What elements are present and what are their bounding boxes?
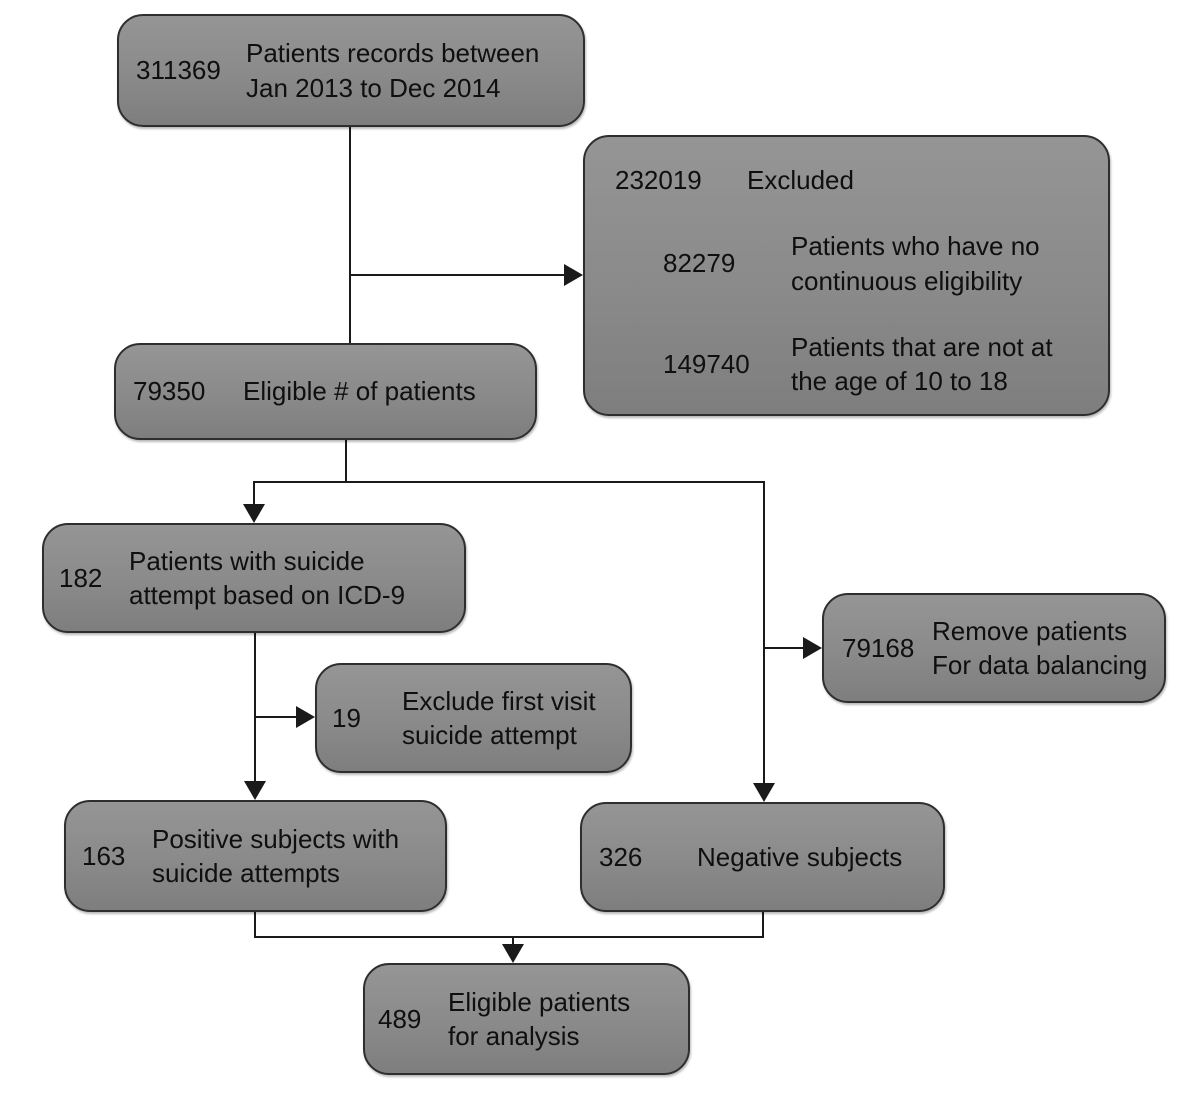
icd9-box: 182 Patients with suicide attempt based … bbox=[42, 523, 466, 633]
first-visit-box: 19 Exclude first visit suicide attempt bbox=[315, 663, 632, 773]
excluded-label: Excluded bbox=[747, 165, 854, 195]
positive-label: Positive subjects with suicide attempts bbox=[152, 823, 400, 888]
first-visit-count: 19 bbox=[332, 702, 361, 733]
arrowhead-into-icd9 bbox=[243, 504, 265, 523]
arrowhead-into-analysis bbox=[502, 944, 524, 963]
analysis-label: Eligible patients for analysis bbox=[448, 986, 631, 1051]
eligible-count: 79350 bbox=[133, 376, 206, 407]
records-label: Patients records between Jan 2013 to Dec… bbox=[246, 38, 540, 103]
positive-box: 163 Positive subjects with suicide attem… bbox=[64, 800, 447, 912]
arrowhead-into-positive bbox=[244, 781, 266, 800]
balancing-count: 79168 bbox=[842, 632, 915, 663]
positive-count: 163 bbox=[82, 840, 126, 871]
excluded-item-count: 149740 bbox=[663, 349, 750, 380]
analysis-box: 489 Eligible patients for analysis bbox=[363, 963, 690, 1075]
balancing-box: 79168 Remove patients For data balancing bbox=[822, 593, 1166, 703]
balancing-label: Remove patients For data balancing bbox=[932, 615, 1148, 680]
records-count: 311369 bbox=[136, 55, 221, 86]
arrowhead-into-negative bbox=[753, 783, 775, 802]
negative-box: 326 Negative subjects bbox=[580, 802, 945, 912]
connector-negative-down bbox=[762, 912, 764, 938]
excluded-item-age: 149740 Patients that are not at the age … bbox=[615, 330, 1108, 399]
excluded-item-label: Patients that are not at the age of 10 t… bbox=[791, 331, 1053, 397]
negative-label: Negative subjects bbox=[697, 841, 903, 872]
connector-to-balancing bbox=[764, 647, 804, 649]
connector-split-to-icd9 bbox=[253, 481, 255, 506]
excluded-count: 232019 bbox=[615, 165, 702, 195]
connector-split-horizontal bbox=[253, 481, 765, 483]
icd9-count: 182 bbox=[59, 562, 103, 593]
connector-records-to-eligible bbox=[349, 127, 351, 344]
connector-merge-horizontal bbox=[254, 936, 764, 938]
connector-merge-to-analysis bbox=[512, 936, 514, 946]
analysis-count: 489 bbox=[378, 1003, 422, 1034]
excluded-box: 232019 Excluded 82279 Patients who have … bbox=[583, 135, 1110, 416]
eligible-box: 79350 Eligible # of patients bbox=[114, 343, 537, 440]
first-visit-label: Exclude first visit suicide attempt bbox=[402, 685, 596, 750]
arrowhead-into-excluded bbox=[564, 264, 583, 286]
arrowhead-into-first-visit bbox=[296, 706, 315, 728]
arrowhead-into-balancing bbox=[803, 637, 822, 659]
icd9-label: Patients with suicide attempt based on I… bbox=[129, 545, 406, 610]
connector-positive-down bbox=[254, 912, 256, 938]
connector-records-to-excluded bbox=[350, 274, 565, 276]
excluded-item-eligibility: 82279 Patients who have no continuous el… bbox=[615, 229, 1108, 298]
connector-split-to-negative bbox=[763, 481, 765, 784]
excluded-header: 232019 Excluded bbox=[615, 163, 1108, 197]
records-box: 311369 Patients records between Jan 2013… bbox=[117, 14, 585, 127]
negative-count: 326 bbox=[599, 841, 643, 872]
connector-eligible-down bbox=[345, 440, 347, 483]
connector-icd9-to-positive bbox=[254, 633, 256, 782]
eligible-label: Eligible # of patients bbox=[243, 376, 476, 407]
excluded-item-label: Patients who have no continuous eligibil… bbox=[791, 231, 1040, 296]
connector-to-first-visit bbox=[255, 716, 297, 718]
excluded-item-count: 82279 bbox=[663, 248, 736, 279]
